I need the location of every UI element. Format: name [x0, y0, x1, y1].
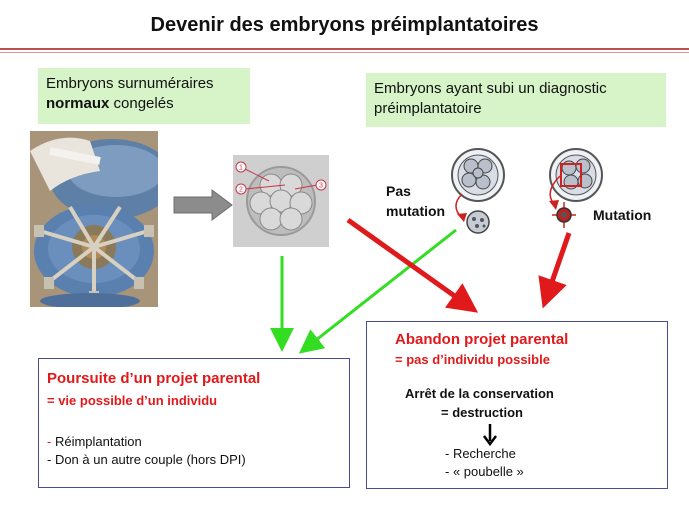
red-arrow-mutation-to-abandon: [546, 233, 569, 299]
abandon-heading: Abandon projet parental: [395, 331, 568, 348]
abandon-box: Abandon projet parental = pas d’individu…: [366, 321, 668, 489]
pursuit-heading: Poursuite d’un projet parental: [47, 370, 260, 387]
down-arrow-icon: [481, 423, 499, 447]
destruction-line: = destruction: [441, 404, 523, 422]
pursuit-item-donation: - Don à un autre couple (hors DPI): [47, 451, 246, 469]
pursuit-item-reimplantation: - Réimplantation: [47, 433, 142, 451]
abandon-subheading: = pas d’individu possible: [395, 351, 550, 369]
stop-conservation-line: Arrêt de la conservation: [405, 385, 554, 403]
pursuit-subheading: = vie possible d’un individu: [47, 392, 217, 410]
abandon-item-research: - Recherche: [445, 445, 516, 463]
pursuit-box: Poursuite d’un projet parental = vie pos…: [38, 358, 350, 488]
pursuit-item1-text: Réimplantation: [51, 434, 141, 449]
abandon-item-trash: - « poubelle »: [445, 463, 524, 481]
